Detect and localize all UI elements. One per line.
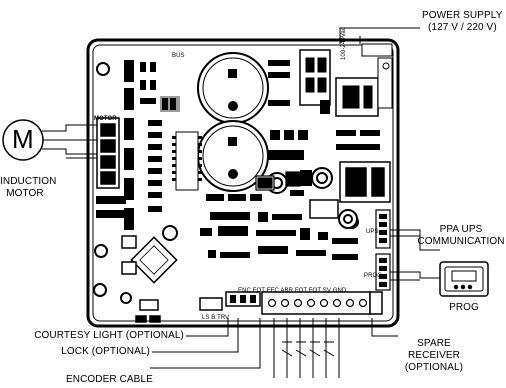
left-components <box>96 60 180 230</box>
spare-receiver-label: SPARE RECEIVER (OPTIONAL) <box>398 338 470 374</box>
induction-motor-label: INDUCTION MOTOR <box>0 176 57 200</box>
spare-receiver-label-line2: RECEIVER <box>408 350 460 361</box>
encoder-cable-label: ENCODER CABLE <box>66 374 153 385</box>
motor-connector <box>96 117 120 189</box>
induction-motor-label-line2: MOTOR <box>6 188 44 199</box>
ups-leader <box>390 229 440 251</box>
courtesy-light-label: COURTESY LIGHT (OPTIONAL) <box>34 330 184 341</box>
prog-device <box>439 261 489 297</box>
courtesy-light-lead <box>186 318 229 337</box>
smd-components <box>148 60 380 260</box>
board-marking-voltage: 100-240Vac <box>341 27 347 60</box>
capacitor-top <box>197 52 269 124</box>
power-supply-label: POWER SUPPLY (127 V / 220 V) <box>422 10 504 34</box>
power-input-block <box>299 43 393 117</box>
induction-motor-label-line1: INDUCTION <box>0 176 57 187</box>
board-marking-prog: PROG <box>364 273 383 279</box>
prog-buttons <box>121 235 161 323</box>
board-marking-bottom-terminals: ENC FOT FEC ABR FOT FOT SV GND <box>238 288 347 294</box>
prog-label: PROG <box>449 302 479 313</box>
ppa-ups-label: PPA UPS COMMUNICATION <box>416 224 506 248</box>
power-leads <box>339 27 420 44</box>
prog-cable <box>390 271 440 281</box>
motor-leads <box>42 124 97 159</box>
ic-chip <box>172 131 202 191</box>
board-marking-ups: UPS <box>366 229 379 235</box>
lock-label: LOCK (OPTIONAL) <box>61 346 150 357</box>
board-marking-bus: BUS <box>172 53 185 59</box>
terminal-strip <box>199 291 383 315</box>
spare-receiver-label-line1: SPARE <box>417 338 451 349</box>
relay-block <box>309 161 391 219</box>
power-supply-label-line2: (127 V / 220 V) <box>428 22 497 33</box>
ppa-ups-label-line1: PPA UPS <box>439 224 483 235</box>
spare-receiver-leader <box>371 318 398 337</box>
motor-symbol-letter: M <box>12 124 34 154</box>
ups-connector <box>375 209 391 291</box>
board-marking-motor: MOTOR <box>94 116 117 122</box>
square-chip <box>130 236 178 284</box>
board-inner-edge <box>92 44 394 322</box>
lock-lead <box>152 318 239 353</box>
input-switches <box>273 318 340 378</box>
encoder-lead <box>150 318 261 369</box>
ppa-ups-label-line2: COMMUNICATION <box>417 236 505 247</box>
heatsink-cluster <box>255 171 301 191</box>
spare-receiver-label-line3: (OPTIONAL) <box>404 362 464 373</box>
board-marking-ls-trv: LS B TRV <box>202 315 230 321</box>
power-supply-label-line1: POWER SUPPLY <box>422 10 503 21</box>
